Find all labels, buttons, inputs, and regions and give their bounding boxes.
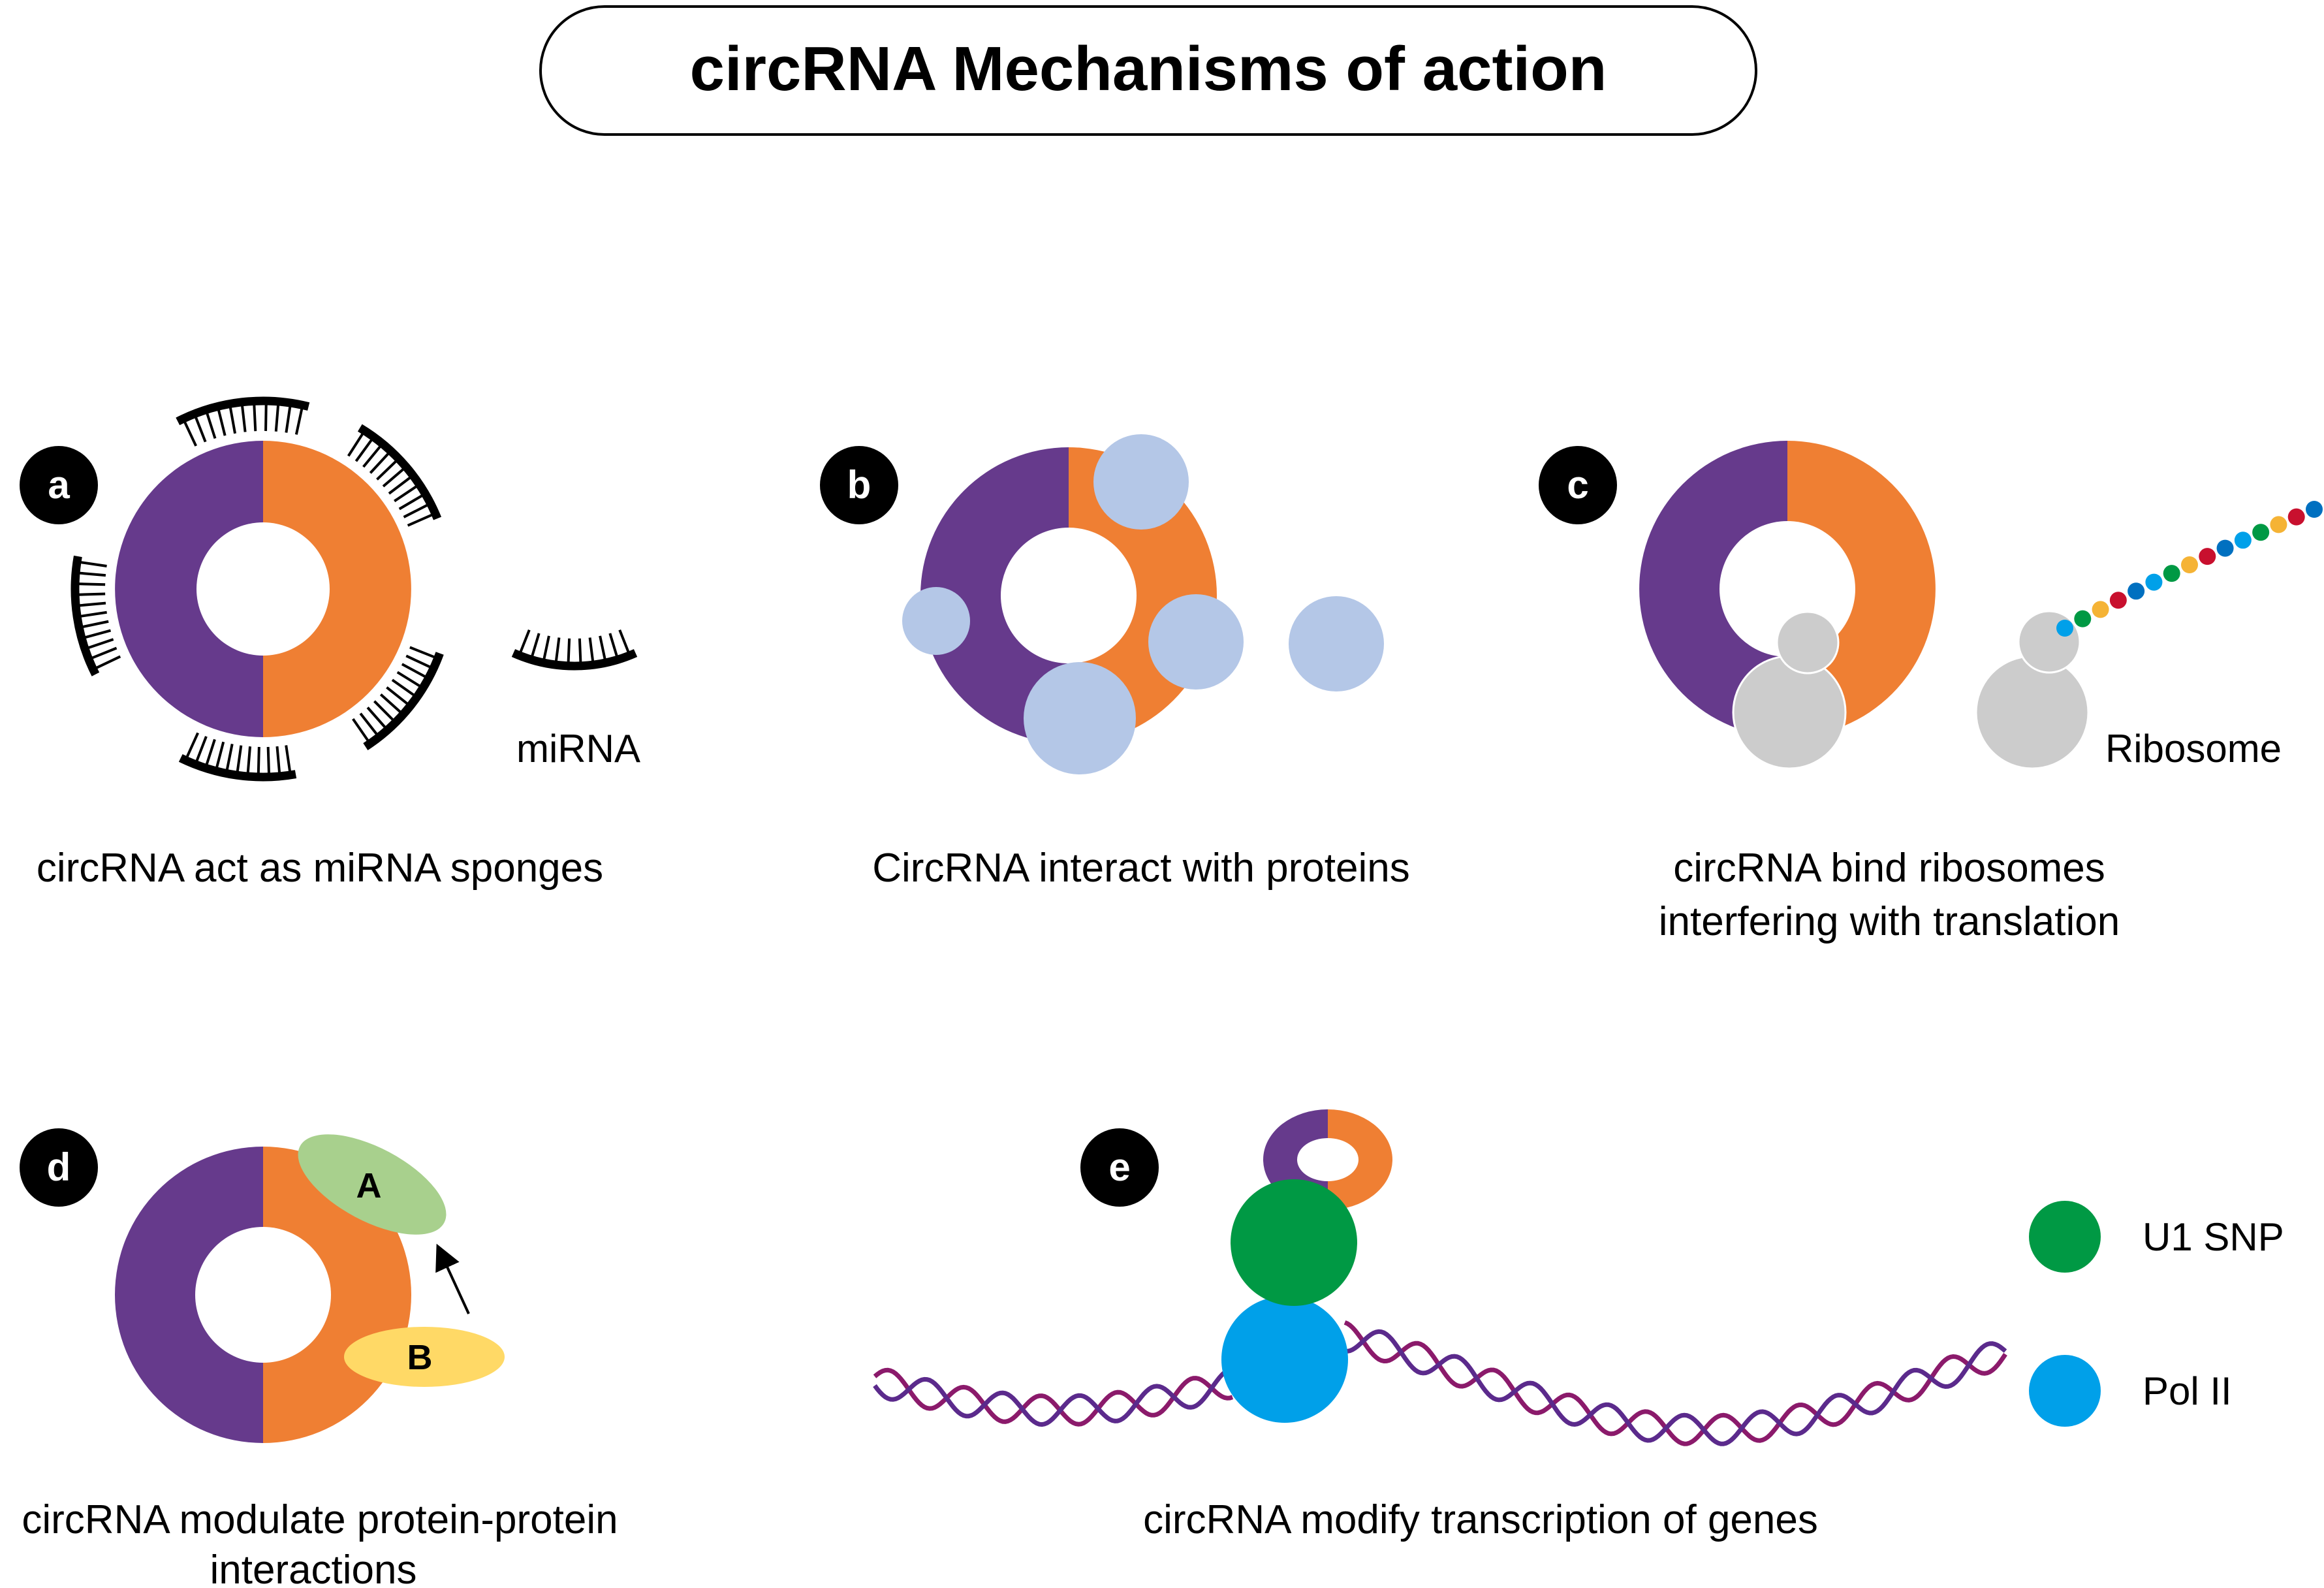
legend-u1-snp-swatch — [2029, 1201, 2101, 1273]
legend-pol-ii-swatch — [2029, 1355, 2101, 1427]
mirna-label: miRNA — [516, 727, 640, 770]
protein-free — [1289, 596, 1384, 691]
ribosome-label: Ribosome — [2105, 727, 2282, 770]
badge-c — [1539, 446, 1617, 524]
badge-b-text: b — [847, 463, 872, 507]
small-circrna-hole — [1297, 1138, 1358, 1181]
circrna-hole — [195, 1227, 331, 1363]
amino-acid-bead — [2074, 610, 2092, 627]
panel-a: miRNA a circRNA act as miRNA sponges — [20, 396, 640, 891]
protein — [1093, 434, 1189, 530]
amino-acid-bead — [2270, 516, 2287, 533]
caption-d-line2: interactions — [210, 1548, 416, 1588]
caption-e: circRNA modify transcription of genes — [1143, 1497, 1818, 1542]
amino-acid-bead — [2145, 573, 2163, 591]
free-mirna — [511, 629, 638, 671]
amino-acid-bead — [2287, 508, 2305, 526]
protein — [902, 587, 970, 655]
badge-b — [820, 446, 898, 524]
caption-d-line1: circRNA modulate protein-protein — [22, 1497, 618, 1542]
badge-e-text: e — [1108, 1145, 1130, 1189]
badge-a-text: a — [48, 463, 70, 507]
amino-acid-bead — [2128, 582, 2145, 600]
badge-c-text: c — [1567, 463, 1588, 507]
protein-b-label: B — [407, 1338, 433, 1377]
dna-strand — [873, 1366, 1233, 1427]
mirna-arc — [71, 555, 121, 676]
mirna-arc — [178, 732, 297, 782]
caption-c-line2: interfering with translation — [1659, 899, 2120, 944]
ribosome-large-subunit — [1732, 655, 1847, 770]
panel-b: b CircRNA interact with proteins — [820, 434, 1410, 891]
badge-d — [20, 1128, 98, 1207]
protein — [1024, 662, 1136, 774]
caption-b: CircRNA interact with proteins — [872, 846, 1410, 891]
small-circrna-right-half — [1328, 1109, 1392, 1210]
peptide-chain — [2056, 501, 2323, 637]
mirna-arc — [176, 396, 310, 447]
caption-c-line1: circRNA bind ribosomes — [1673, 846, 2105, 891]
circrna-hole — [1001, 528, 1137, 663]
dna-strand — [1343, 1320, 2007, 1446]
protein-a — [298, 1134, 447, 1235]
panel-a-mirna-arcs — [71, 396, 444, 782]
protein-a-label: A — [356, 1166, 382, 1205]
amino-acid-bead — [2181, 556, 2198, 573]
dna-helix — [873, 1320, 2007, 1446]
badge-d-text: d — [47, 1145, 71, 1189]
ribosome-large-subunit — [1975, 655, 2090, 770]
protein-b — [344, 1327, 505, 1387]
page-title: circRNA Mechanisms of action — [690, 34, 1607, 104]
protein — [1148, 594, 1244, 690]
pol-ii-circle — [1221, 1296, 1348, 1423]
circrna-left-half — [920, 447, 1069, 744]
amino-acid-bead — [2056, 620, 2073, 637]
panel-d: A B d circRNA modulate protein-protein i… — [20, 1128, 618, 1588]
title-box — [539, 5, 1757, 136]
circrna-left-half — [115, 1147, 263, 1443]
ribosome-small-subunit — [1776, 611, 1840, 675]
legend-u1-snp-label: U1 SNP — [2143, 1215, 2284, 1259]
caption-a: circRNA act as miRNA sponges — [37, 846, 603, 891]
u1-snp-circle — [1231, 1179, 1357, 1306]
amino-acid-bead — [2252, 524, 2270, 541]
circrna-right-half — [263, 441, 411, 737]
amino-acid-bead — [2306, 501, 2323, 518]
amino-acid-bead — [2216, 539, 2234, 557]
circrna-hole — [196, 522, 330, 656]
panel-c: Ribosome c circRNA bind ribosomes interf… — [1539, 441, 2323, 944]
mirna-arc — [347, 424, 442, 527]
circrna-left-half — [1639, 441, 1787, 737]
interaction-arrow — [435, 1243, 470, 1314]
mirna-arc — [511, 629, 638, 671]
legend-pol-ii-label: Pol II — [2143, 1369, 2232, 1413]
dna-strand — [1344, 1329, 2007, 1446]
panel-e: e U1 SNP Pol II circRNA modify transcrip… — [873, 1109, 2284, 1542]
amino-acid-bead — [2092, 601, 2109, 618]
ribosome-small-subunit — [2017, 610, 2081, 674]
circrna-left-half — [115, 441, 263, 737]
mirna-arc — [352, 646, 444, 750]
amino-acid-bead — [2163, 565, 2180, 582]
amino-acid-bead — [2109, 592, 2127, 609]
badge-e — [1080, 1128, 1159, 1207]
badge-a — [20, 446, 98, 524]
amino-acid-bead — [2199, 548, 2216, 565]
amino-acid-bead — [2234, 532, 2252, 549]
